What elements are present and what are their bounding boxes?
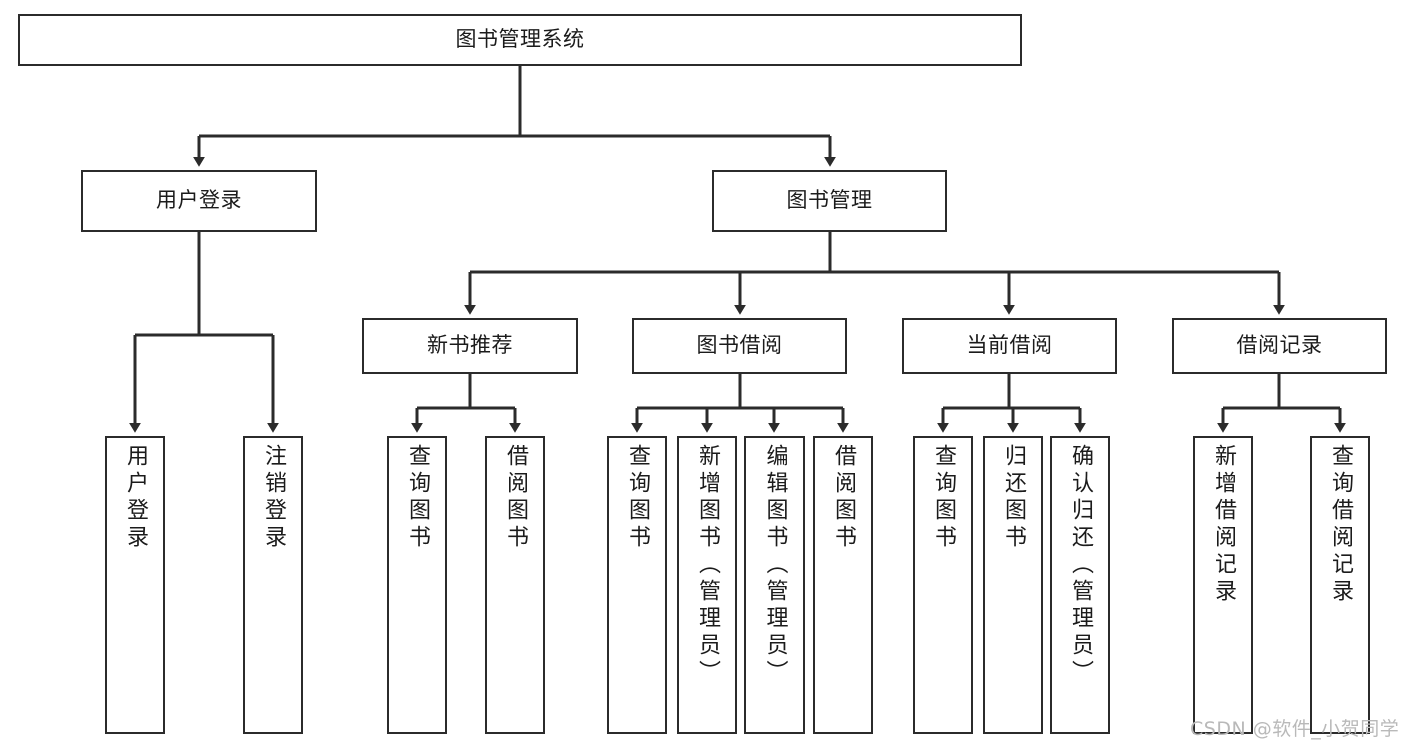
node-leaf-add-borrow-record-label: 新增借阅记录	[1211, 444, 1236, 606]
edge-group-book-borrow	[631, 374, 849, 433]
node-leaf-borrow-book-2[interactable]: 借阅图书	[813, 436, 873, 734]
edge-group-root	[193, 66, 836, 167]
node-leaf-borrow-book-1-label: 借阅图书	[503, 444, 528, 552]
node-leaf-query-book-3-label: 查询图书	[931, 444, 956, 552]
node-leaf-logout-login-label: 注销登录	[261, 444, 286, 552]
node-current-borrow[interactable]: 当前借阅	[902, 318, 1117, 374]
edge-group-user-login	[129, 232, 279, 433]
node-root-label: 图书管理系统	[455, 27, 585, 52]
node-new-book-recommend-label: 新书推荐	[427, 333, 513, 358]
edge-group-new-book-recommend	[411, 374, 521, 433]
node-leaf-return-book-label: 归还图书	[1001, 444, 1026, 552]
node-leaf-logout-login[interactable]: 注销登录	[243, 436, 303, 734]
node-leaf-return-book[interactable]: 归还图书	[983, 436, 1043, 734]
node-leaf-confirm-return-label: 确认归还（管理员）	[1068, 444, 1093, 687]
node-leaf-edit-book-label: 编辑图书（管理员）	[762, 444, 788, 687]
edge-group-current-borrow	[937, 374, 1086, 433]
node-root[interactable]: 图书管理系统	[18, 14, 1022, 66]
node-current-borrow-label: 当前借阅	[966, 333, 1053, 358]
node-user-login[interactable]: 用户登录	[81, 170, 317, 232]
node-borrow-record-label: 借阅记录	[1236, 333, 1323, 358]
node-book-borrow[interactable]: 图书借阅	[632, 318, 847, 374]
node-leaf-query-book-2-label: 查询图书	[625, 444, 650, 552]
csdn-watermark: CSDN @软件_小贺同学	[1190, 718, 1400, 740]
node-leaf-add-book-label: 新增图书（管理员）	[695, 444, 720, 687]
node-leaf-confirm-return[interactable]: 确认归还（管理员）	[1050, 436, 1110, 734]
edge-group-borrow-record	[1217, 374, 1346, 433]
node-leaf-query-borrow-record[interactable]: 查询借阅记录	[1310, 436, 1370, 734]
edge-group-book-management	[464, 232, 1285, 315]
node-leaf-query-book-1-label: 查询图书	[405, 444, 430, 552]
node-leaf-add-book[interactable]: 新增图书（管理员）	[677, 436, 737, 734]
node-leaf-add-borrow-record[interactable]: 新增借阅记录	[1193, 436, 1253, 734]
node-leaf-user-login[interactable]: 用户登录	[105, 436, 165, 734]
node-book-management[interactable]: 图书管理	[712, 170, 947, 232]
node-leaf-query-borrow-record-label: 查询借阅记录	[1328, 444, 1353, 606]
node-leaf-query-book-1[interactable]: 查询图书	[387, 436, 447, 734]
node-leaf-query-book-2[interactable]: 查询图书	[607, 436, 667, 734]
node-new-book-recommend[interactable]: 新书推荐	[362, 318, 578, 374]
node-leaf-edit-book[interactable]: 编辑图书（管理员）	[744, 436, 805, 734]
node-leaf-user-login-label: 用户登录	[123, 444, 148, 552]
node-leaf-borrow-book-2-label: 借阅图书	[831, 444, 856, 552]
node-leaf-query-book-3[interactable]: 查询图书	[913, 436, 973, 734]
node-book-borrow-label: 图书借阅	[696, 333, 783, 358]
node-user-login-label: 用户登录	[156, 188, 242, 213]
node-leaf-borrow-book-1[interactable]: 借阅图书	[485, 436, 545, 734]
node-borrow-record[interactable]: 借阅记录	[1172, 318, 1387, 374]
node-book-management-label: 图书管理	[786, 188, 873, 213]
